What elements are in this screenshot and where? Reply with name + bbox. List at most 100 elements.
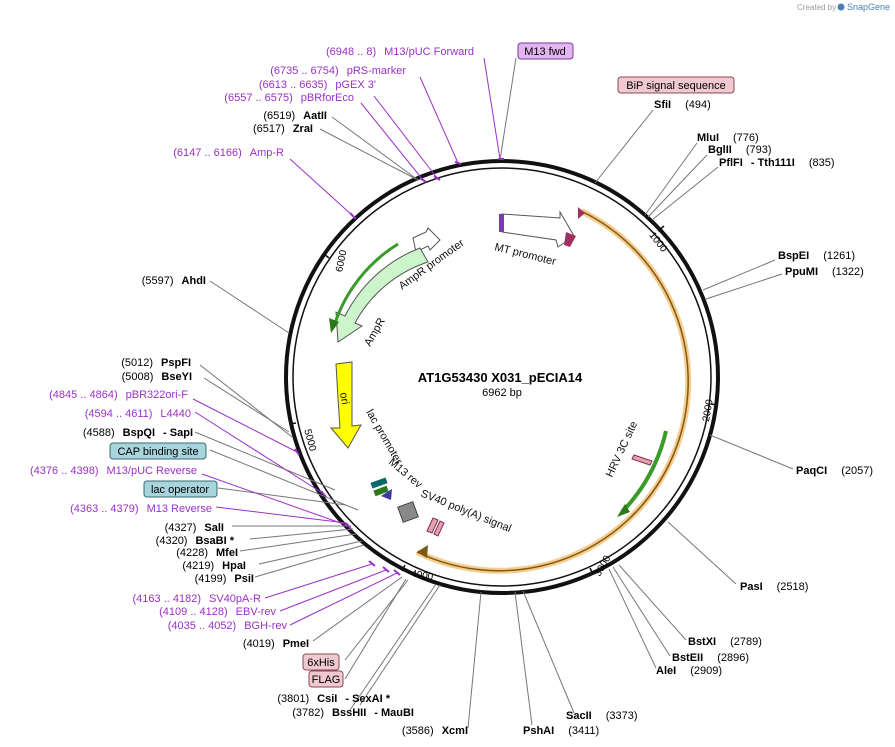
- box-bip-text: BiP signal sequence: [626, 80, 725, 92]
- site-pos: (4320): [156, 535, 188, 547]
- tick-marks: [289, 225, 718, 575]
- site-pos: (4199): [195, 573, 227, 585]
- primer-range: (6735 .. 6754): [270, 65, 339, 77]
- site-extra: - MauBI: [374, 707, 414, 719]
- watermark-brand: SnapGene: [847, 2, 890, 12]
- site-name: PmeI: [283, 638, 309, 650]
- label-lac-promoter: lac promoter: [363, 408, 404, 467]
- site-pos: (1261): [823, 250, 855, 262]
- primer-name: Amp-R: [250, 147, 284, 159]
- sv40-poly-a-marker: [397, 501, 419, 523]
- primer-name: SV40pA-R: [209, 593, 261, 605]
- site-pos: (5008): [122, 371, 154, 383]
- site-name: MluI: [697, 132, 719, 144]
- site-name: SalI: [204, 522, 224, 534]
- svg-text:(4588)BspQI- SapI: (4588)BspQI- SapI: [83, 427, 193, 439]
- site-pos: (2789): [730, 636, 762, 648]
- svg-text:(4019)PmeI: (4019) PmeI: [243, 638, 309, 650]
- primer-range: (4109 .. 4128): [159, 606, 228, 618]
- primer-name: BGH-rev: [244, 620, 287, 632]
- site-name: PpuMI: [785, 266, 818, 278]
- label-ampr: AmpR: [362, 316, 388, 349]
- tick-label-4000: 4000: [410, 569, 434, 584]
- svg-text:BglII(793): BglII(793): [708, 144, 772, 156]
- site-pos: (3801): [277, 693, 309, 705]
- svg-text:(4320)BsaBI *: (4320)BsaBI *: [156, 535, 235, 547]
- primer-labels: (6948 .. 8)M13/pUC Forward (6735 .. 6754…: [30, 46, 474, 632]
- tick-label-2000: 2000: [701, 398, 716, 422]
- mt-promoter-tip-marker: [564, 232, 576, 247]
- svg-text:(6613 .. 6635)pGEX 3': (6613 .. 6635)pGEX 3': [259, 79, 376, 91]
- lac-operator-marker: [370, 477, 388, 489]
- svg-text:PflFI- Tth111I(835): PflFI- Tth111I(835): [719, 157, 835, 169]
- site-name: AatII: [303, 110, 327, 122]
- site-name: SfiI: [654, 99, 671, 111]
- ori-arrow: [329, 361, 362, 449]
- primer-name: pRS-marker: [347, 65, 407, 77]
- site-pos: (2057): [841, 465, 873, 477]
- svg-text:SacII(3373): SacII(3373): [566, 710, 637, 722]
- label-mt-promoter: MT promoter: [493, 241, 557, 268]
- site-pos: (2518): [777, 581, 809, 593]
- site-name: BspQI: [123, 427, 155, 439]
- primer-name: L4440: [160, 408, 191, 420]
- primer-name: pGEX 3': [335, 79, 376, 91]
- label-ori: ori: [337, 391, 351, 405]
- site-connector-lines: [194, 57, 794, 729]
- site-name: BstXI: [688, 636, 716, 648]
- box-m13-fwd: M13 fwd: [517, 42, 574, 60]
- svg-text:(3782)BssHII- MauBI: (3782)BssHII- MauBI: [292, 707, 414, 719]
- svg-text:(4035 .. 4052)BGH-rev: (4035 .. 4052)BGH-rev: [168, 620, 288, 632]
- svg-text:BspEI(1261): BspEI (1261): [778, 250, 855, 262]
- primer-name: M13 Reverse: [147, 503, 212, 515]
- site-name: PaqCI: [796, 465, 827, 477]
- box-6xhis-text: 6xHis: [307, 657, 335, 669]
- site-pos: (4019): [243, 638, 275, 650]
- site-pos: (2896): [717, 652, 749, 664]
- orange-arc-arrowhead: [417, 545, 428, 558]
- svg-text:(4363 .. 4379)M13 Reverse: (4363 .. 4379) M13 Reverse: [70, 503, 212, 515]
- site-name: BssHII: [332, 707, 366, 719]
- tick-label-6000: 6000: [334, 249, 349, 273]
- svg-text:(4376 .. 4398)M13/pUC Reverse: (4376 .. 4398)M13/pUC Reverse: [30, 465, 197, 477]
- svg-text:(6147 .. 6166)Amp-R: (6147 .. 6166)Amp-R: [173, 147, 284, 159]
- site-name: PasI: [740, 581, 763, 593]
- site-name: PspFI: [161, 357, 191, 369]
- svg-text:(3586)XcmI: (3586)XcmI: [402, 725, 468, 737]
- primer-name: pBR322ori-F: [126, 389, 189, 401]
- svg-text:(4199)PsiI: (4199)PsiI: [195, 573, 254, 585]
- ampr-green-track: [332, 242, 399, 327]
- site-pos: (4228): [176, 547, 208, 559]
- svg-text:BstEII(2896): BstEII(2896): [672, 652, 749, 664]
- site-pos: (3586): [402, 725, 434, 737]
- backbone-outer-ring: [284, 159, 720, 595]
- site-pos: (1322): [832, 266, 864, 278]
- site-name: HpaI: [222, 560, 246, 572]
- svg-text:(4163 .. 4182)SV40pA-R: (4163 .. 4182)SV40pA-R: [133, 593, 262, 605]
- site-name: ZraI: [293, 123, 313, 135]
- svg-text:AleI(2909): AleI(2909): [656, 665, 722, 677]
- site-pos: (6517): [253, 123, 285, 135]
- svg-text:(4594 .. 4611)L4440: (4594 .. 4611)L4440: [85, 408, 191, 420]
- box-flag: FLAG: [308, 670, 344, 688]
- green-feature-arrow: [620, 430, 668, 514]
- mt-promoter-marker: [499, 214, 504, 232]
- site-name: BglII: [708, 144, 732, 156]
- site-pos: (776): [733, 132, 759, 144]
- site-pos: (494): [685, 99, 711, 111]
- snapgene-logo-icon: [837, 3, 845, 11]
- site-extra: - SapI: [163, 427, 193, 439]
- svg-text:(4109 .. 4128)EBV-rev: (4109 .. 4128)EBV-rev: [159, 606, 276, 618]
- site-name: BspEI: [778, 250, 809, 262]
- site-pos: (4327): [165, 522, 197, 534]
- hrv-3c-site-marker: [631, 454, 653, 466]
- primer-range: (4363 .. 4379): [70, 503, 139, 515]
- site-name: PflFI: [719, 157, 743, 169]
- box-6xhis: 6xHis: [302, 653, 340, 671]
- mt-promoter-arrow: [501, 210, 575, 248]
- bip-marker: [578, 207, 585, 219]
- lac-promoter-marker: [373, 485, 389, 497]
- svg-text:(6948 .. 8)M13/pUC Forward: (6948 .. 8)M13/pUC Forward: [326, 46, 474, 58]
- site-pos: (2909): [690, 665, 722, 677]
- svg-text:MluI(776): MluI (776): [697, 132, 759, 144]
